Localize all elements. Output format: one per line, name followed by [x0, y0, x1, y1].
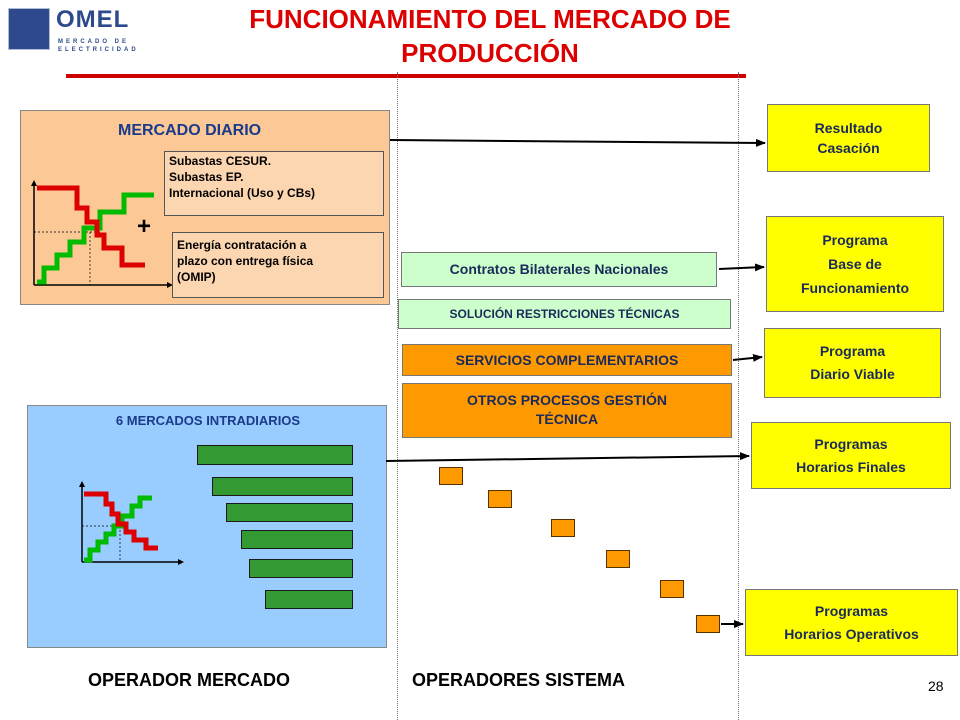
mercado-diario-chart — [31, 180, 172, 288]
subastas-box: Subastas CESUR. Subastas EP. Internacion… — [164, 151, 384, 216]
page-number: 28 — [928, 678, 944, 694]
subastas-line-2: Subastas EP. — [169, 170, 244, 184]
contratos-bilaterales-label: Contratos Bilaterales Nacionales — [401, 252, 717, 287]
pho-line-1: Programas — [814, 602, 889, 619]
logo-subtitle: MERCADO DE ELECTRICIDAD — [58, 39, 139, 53]
intradiario-bar-3 — [226, 503, 353, 522]
arrow-to-pdv — [732, 353, 763, 362]
y-axis-arrow-icon — [31, 180, 37, 186]
arrow-to-casacion — [389, 138, 766, 147]
intradiario-session-1 — [439, 467, 463, 485]
omip-line-3: (OMIP) — [177, 270, 216, 284]
otros-procesos-label: OTROS PROCESOS GESTIÓN TÉCNICA — [402, 383, 732, 438]
logo-word: OMEL — [56, 6, 130, 33]
subastas-line-3: Internacional (Uso y CBs) — [169, 186, 316, 200]
separator-right — [738, 72, 739, 720]
arrow-to-phf — [385, 452, 750, 462]
intradiarios-title: 6 MERCADOS INTRADIARIOS — [115, 413, 301, 428]
programa-base-box: Programa Base de Funcionamiento — [766, 216, 944, 312]
phf-line-1: Programas — [814, 435, 888, 452]
pho-line-2: Horarios Operativos — [784, 625, 919, 642]
plus-sign: + — [137, 213, 152, 240]
programas-horarios-operativos-box: Programas Horarios Operativos — [745, 589, 958, 656]
omip-box: Energía contratación a plazo con entrega… — [172, 232, 384, 298]
x-axis-arrow-icon — [178, 559, 184, 565]
intradiario-session-4 — [606, 550, 630, 568]
resultado-casacion-box: Resultado Casación — [767, 104, 930, 172]
intradiario-bar-2 — [212, 477, 353, 496]
y-axis-arrow-icon — [79, 481, 85, 487]
omip-line-2: plazo con entrega física — [177, 254, 314, 268]
intradiario-chart — [79, 481, 184, 565]
title-underline — [66, 74, 746, 78]
supply-curve — [84, 495, 152, 563]
casacion-line-1: Resultado — [814, 120, 883, 136]
omip-line-1: Energía contratación a — [177, 238, 307, 252]
demand-curve — [37, 185, 145, 268]
phf-line-2: Horarios Finales — [796, 458, 906, 475]
intradiario-bar-5 — [249, 559, 353, 578]
subastas-line-1: Subastas CESUR. — [169, 154, 272, 168]
pdv-line-2: Diario Viable — [810, 366, 895, 382]
demand-curve — [84, 491, 158, 551]
operador-mercado-label: OPERADOR MERCADO — [88, 670, 291, 690]
pbf-line-3: Funcionamiento — [800, 280, 910, 296]
pbf-line-1: Programa — [822, 232, 888, 248]
operadores-sistema-label: OPERADORES SISTEMA — [412, 670, 626, 690]
otros-line-2: TÉCNICA — [535, 411, 599, 427]
pbf-line-2: Base de — [828, 256, 882, 272]
intradiario-session-6 — [696, 615, 720, 633]
omel-logo-icon — [8, 8, 50, 50]
casacion-line-2: Casación — [817, 140, 880, 156]
programa-diario-viable-box: Programa Diario Viable — [764, 328, 941, 398]
intradiario-bar-1 — [197, 445, 353, 465]
supply-curve — [37, 192, 154, 285]
title-line-2: PRODUCCIÓN — [401, 38, 579, 68]
servicios-complementarios-label: SERVICIOS COMPLEMENTARIOS — [402, 344, 732, 376]
title-line-1: FUNCIONAMIENTO DEL MERCADO DE — [249, 4, 731, 34]
pdv-line-1: Programa — [819, 343, 886, 359]
restricciones-tecnicas-label: SOLUCIÓN RESTRICCIONES TÉCNICAS — [398, 299, 731, 329]
page-title: FUNCIONAMIENTO DEL MERCADO DE PRODUCCIÓN — [180, 2, 800, 70]
x-axis-arrow-icon — [167, 282, 172, 288]
otros-line-1: OTROS PROCESOS GESTIÓN — [467, 392, 667, 408]
intradiario-bar-6 — [265, 590, 353, 609]
arrow-to-pbf — [718, 263, 765, 272]
separator-left — [397, 72, 398, 720]
intradiario-bar-4 — [241, 530, 353, 549]
intradiario-session-3 — [551, 519, 575, 537]
intradiario-session-5 — [660, 580, 684, 598]
intradiario-session-2 — [488, 490, 512, 508]
mercado-diario-title: MERCADO DIARIO — [118, 122, 262, 139]
programas-horarios-finales-box: Programas Horarios Finales — [751, 422, 951, 489]
